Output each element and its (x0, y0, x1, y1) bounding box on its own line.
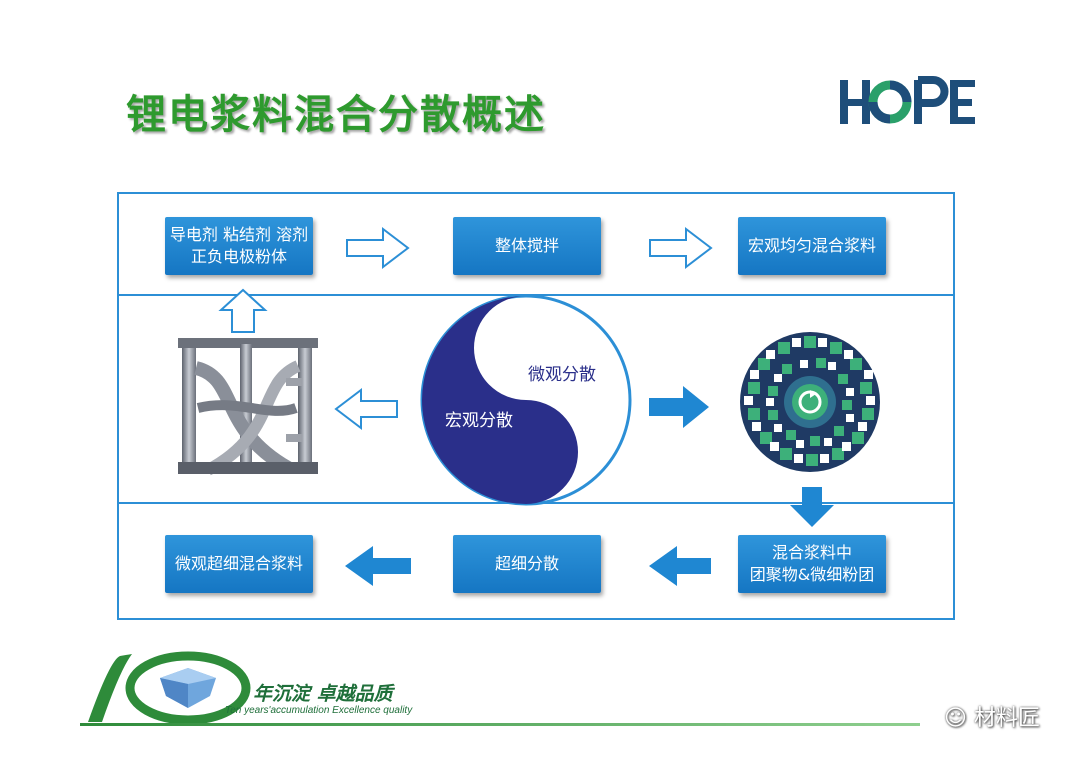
page-title: 锂电浆料混合分散概述 (126, 92, 546, 138)
materials-box: 导电剂 粘结剂 溶剂 正负电极粉体 (165, 217, 313, 275)
micro-dispersion-label: 微观分散 (528, 365, 596, 385)
materials-line-1: 导电剂 粘结剂 溶剂 (169, 225, 309, 244)
macro-dispersion-label: 宏观分散 (445, 411, 513, 431)
stir-box: 整体搅拌 (453, 217, 601, 275)
micro-mix-label: 微观超细混合浆料 (174, 554, 303, 573)
arrow-right-outline-1-icon (346, 226, 410, 270)
yin-yang-diagram (420, 294, 632, 506)
stir-label: 整体搅拌 (494, 236, 559, 255)
ten-year-badge (88, 651, 251, 725)
arrow-left-solid-1-icon (345, 546, 411, 586)
materials-line-2: 正负电极粉体 (190, 247, 287, 266)
arrow-right-outline-2-icon (649, 226, 713, 270)
hope-logo (840, 76, 975, 124)
agglomerate-particles-image (740, 332, 880, 472)
arrow-left-outline-icon (334, 387, 398, 431)
arrow-left-solid-2-icon (649, 546, 711, 586)
arrow-right-solid-icon (649, 386, 709, 428)
watermark-text: 材料匠 (973, 706, 1040, 731)
ultrafine-box: 超细分散 (453, 535, 601, 593)
agglomerate-line-1: 混合浆料中 (771, 543, 852, 562)
footer-slogan: 年沉淀 卓越品质 (253, 683, 393, 705)
agglomerate-box: 混合浆料中 团聚物&微细粉团 (738, 535, 886, 593)
arrow-down-solid-icon (790, 487, 834, 527)
arrow-up-outline-icon (218, 288, 268, 333)
mixer-blade-image (178, 338, 318, 476)
watermark: ☺ 材料匠 (944, 700, 1040, 732)
footer-slogan-en: Ten years'accumulation Excellence qualit… (225, 705, 413, 716)
macro-mix-box: 宏观均匀混合浆料 (738, 217, 886, 275)
footer-rule (80, 723, 920, 726)
micro-mix-box: 微观超细混合浆料 (165, 535, 313, 593)
macro-mix-label: 宏观均匀混合浆料 (747, 236, 876, 255)
agglomerate-line-2: 团聚物&微细粉团 (749, 565, 875, 584)
diagram-frame (117, 192, 955, 620)
ultrafine-label: 超细分散 (494, 554, 559, 573)
wechat-icon: ☺ (944, 706, 967, 731)
